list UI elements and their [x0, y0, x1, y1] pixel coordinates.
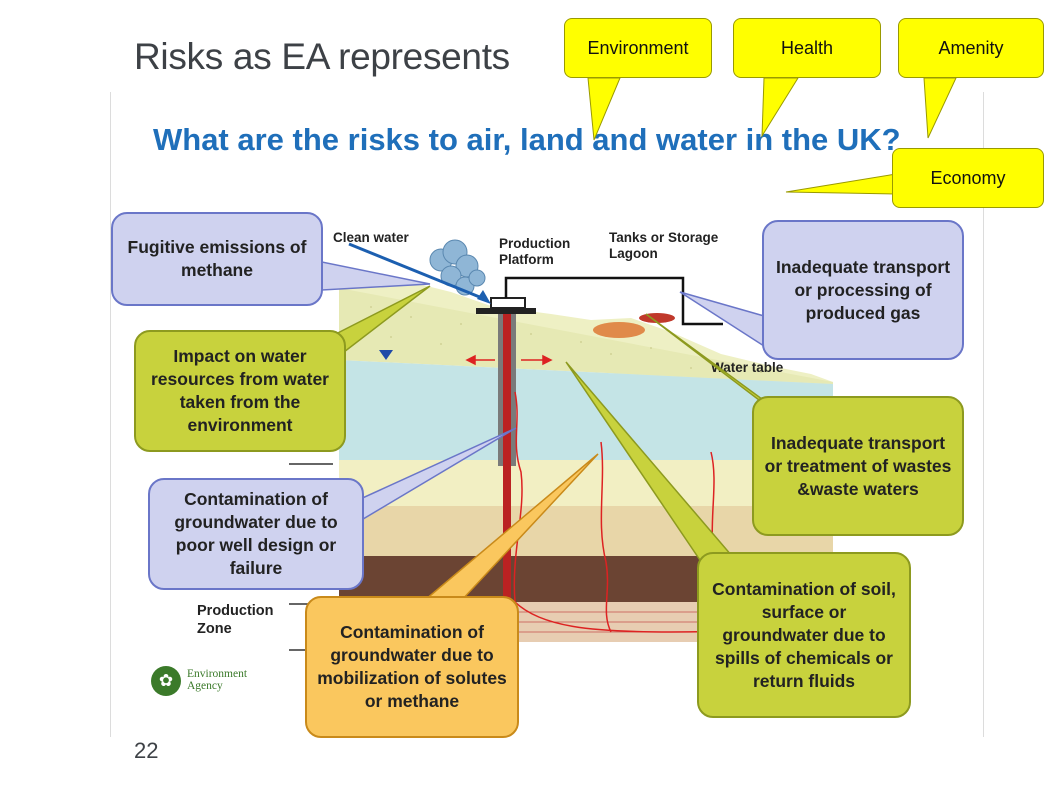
label-production-platform: Production Platform: [499, 236, 571, 267]
sandstone-layer: [339, 506, 833, 556]
callout-health: Health: [733, 18, 881, 78]
storage-lagoon: [593, 322, 645, 338]
slide-title: What are the risks to air, land and wate…: [153, 122, 901, 157]
risk-box-mobilization: Contamination of groundwater due to mobi…: [305, 596, 519, 738]
callout-environment: Environment: [564, 18, 712, 78]
label-water-table: Water table: [711, 360, 784, 375]
risk-box-water-resources: Impact on water resources from water tak…: [134, 330, 346, 452]
steam-cloud: [429, 239, 486, 296]
water-table-marker: [379, 350, 393, 360]
callout-economy: Economy: [892, 148, 1044, 208]
well-bore: [503, 306, 511, 606]
pointer-amenity: [923, 77, 957, 139]
production-platform: [490, 297, 526, 309]
aquifer-layer: [339, 360, 833, 460]
page-title: Risks as EA represents: [134, 36, 510, 77]
risk-box-wastes: Inadequate transport or treatment of was…: [752, 396, 964, 536]
risk-box-fugitive-emissions: Fugitive emissions of methane: [111, 212, 323, 306]
clean-water-arrow: [348, 242, 488, 302]
callout-amenity: Amenity: [898, 18, 1044, 78]
pipework: [504, 276, 723, 326]
label-tanks: Tanks or Storage Lagoon: [609, 230, 719, 261]
risk-box-well-design: Contamination of groundwater due to poor…: [148, 478, 364, 590]
pointer-health: [761, 77, 799, 138]
label-clean-water: Clean water: [333, 230, 409, 245]
tree-icon: ✿: [151, 666, 181, 696]
risk-box-spills: Contamination of soil, surface or ground…: [697, 552, 911, 718]
pointer-economy: [785, 173, 897, 195]
label-production-zone: Production Zone: [197, 603, 274, 637]
risk-box-produced-gas: Inadequate transport or processing of pr…: [762, 220, 964, 360]
pointer-environment: [587, 77, 621, 141]
page-number: 22: [134, 738, 159, 763]
